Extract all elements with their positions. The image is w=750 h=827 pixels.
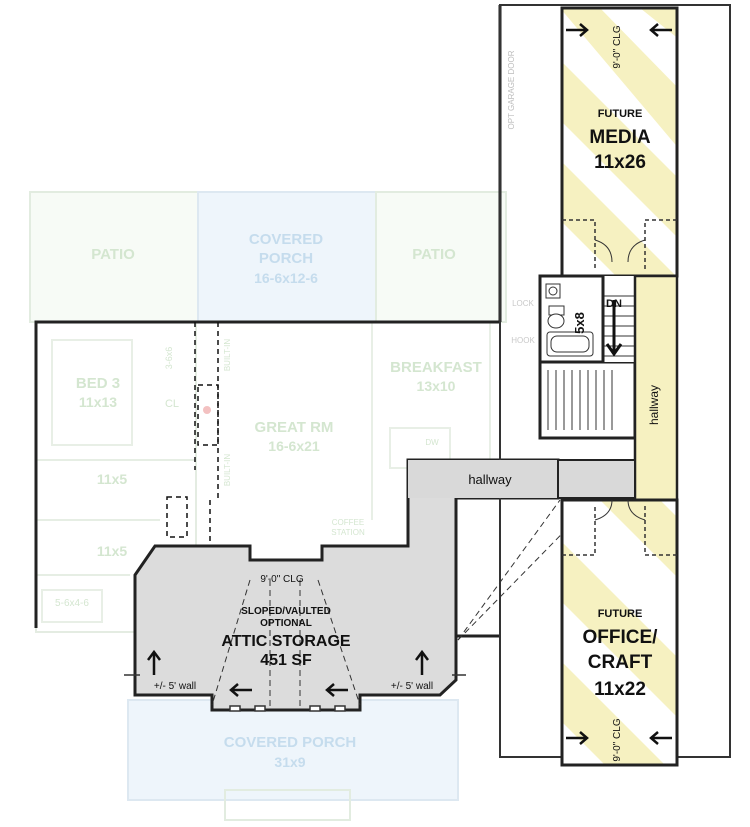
- bath-stair-core: [538, 274, 679, 502]
- covered-porch-top-label-2: PORCH: [259, 250, 313, 267]
- great-room-size: 16-6x21: [268, 438, 320, 454]
- breakfast-label: BREAKFAST: [390, 359, 482, 376]
- media-room: [560, 6, 679, 278]
- patio-right-label: PATIO: [412, 246, 456, 263]
- office-arrows: [566, 731, 672, 745]
- media-line1: FUTURE: [598, 108, 643, 120]
- covered-porch-bottom-size: 31x9: [274, 754, 305, 770]
- built-in-top-label: BUILT-IN: [223, 339, 232, 372]
- bath-a-size: 11x5: [97, 471, 128, 487]
- breakfast-size: 13x10: [417, 378, 456, 394]
- covered-porch-top-size: 16-6x12-6: [254, 270, 318, 286]
- covered-porch-top-label: COVERED: [249, 231, 323, 248]
- stairs-dn-label: DN: [606, 298, 622, 310]
- media-labels: 9'-0" CLG FUTURE MEDIA 11x26: [589, 25, 651, 173]
- patio-left-label: PATIO: [91, 246, 135, 263]
- hallway-horizontal: [408, 460, 558, 498]
- station-label: STATION: [331, 528, 365, 537]
- office-room: [560, 498, 679, 767]
- office-size: 11x22: [594, 679, 646, 700]
- bed3-label: BED 3: [76, 375, 120, 392]
- chimney-flue-icon: [203, 406, 211, 414]
- cl-label: CL: [165, 398, 179, 410]
- attic-labels: 9'-0" CLG SLOPED/VAULTED OPTIONAL ATTIC …: [154, 574, 433, 692]
- bath-b-size: 11x5: [97, 543, 128, 559]
- great-room-label: GREAT RM: [255, 419, 334, 436]
- media-line2: MEDIA: [589, 127, 651, 148]
- attic-note1: SLOPED/VAULTED: [241, 606, 331, 617]
- closet-5x6-label: 5-6x4-6: [55, 598, 89, 609]
- ghost-main-floor: [29, 191, 507, 821]
- hallway-horizontal-label: hallway: [468, 472, 512, 487]
- office-ceiling-label: 9'-0" CLG: [612, 718, 623, 761]
- attic-wall-ticks: [124, 674, 466, 712]
- attic-arrows: [147, 649, 429, 697]
- bed3-size: 11x13: [79, 394, 117, 410]
- built-in-bottom-label: BUILT-IN: [223, 454, 232, 487]
- chimney-column: [166, 322, 219, 545]
- covered-porch-bottom-label: COVERED PORCH: [224, 734, 357, 751]
- office-line2: OFFICE/: [583, 627, 659, 648]
- lock-label: LOCK: [512, 299, 534, 308]
- attic-wall-left-label: +/- 5' wall: [154, 681, 196, 692]
- coffee-label: COFFEE: [332, 518, 364, 527]
- media-ceiling-label: 9'-0" CLG: [612, 25, 623, 68]
- media-size: 11x26: [594, 152, 646, 173]
- office-line1: FUTURE: [598, 608, 643, 620]
- media-arrows: [566, 23, 672, 37]
- office-line3: CRAFT: [588, 652, 653, 673]
- exterior-walls: [34, 5, 562, 638]
- office-labels: FUTURE OFFICE/ CRAFT 11x22 9'-0" CLG: [583, 608, 659, 762]
- attic-note2: OPTIONAL: [260, 618, 312, 629]
- closet-label: 3-6x6: [164, 347, 174, 370]
- dw-label: DW: [425, 438, 439, 447]
- hallway-vertical-label: hallway: [647, 385, 661, 425]
- attic-wall-right-label: +/- 5' wall: [391, 681, 433, 692]
- opt-garage-door-label: OPT GARAGE DOOR: [507, 50, 516, 129]
- attic-name: ATTIC STORAGE: [221, 633, 351, 650]
- attic-size: 451 SF: [260, 652, 312, 669]
- bath-size-label: 5x8: [572, 312, 587, 334]
- attic-ceiling-label: 9'-0" CLG: [260, 574, 303, 585]
- hook-label: HOOK: [511, 336, 535, 345]
- ghost-labels: PATIO COVERED PORCH 16-6x12-6 PATIO BED …: [55, 50, 535, 770]
